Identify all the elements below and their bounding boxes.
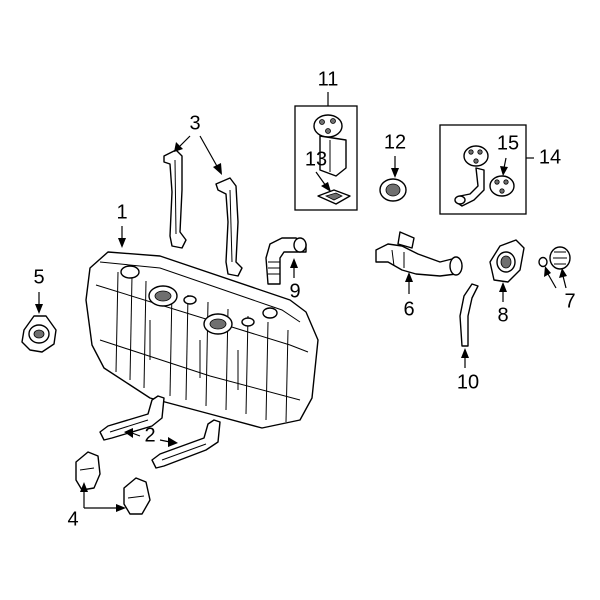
callout-11: 11 — [318, 68, 339, 90]
callout-3: 3 — [189, 112, 200, 134]
callout-labels: 1 2 3 4 5 6 7 8 9 10 11 12 13 14 15 — [33, 68, 575, 530]
strap-clips — [75, 451, 151, 515]
callout-1: 1 — [116, 201, 127, 223]
tank-straps — [99, 395, 221, 469]
breather-hose — [459, 283, 479, 347]
callout-13: 13 — [305, 148, 327, 170]
callout-14: 14 — [539, 146, 561, 168]
fuel-pump-assembly — [313, 114, 351, 205]
fuel-cap — [538, 246, 571, 270]
pump-seal — [379, 178, 407, 202]
filler-neck — [375, 231, 463, 277]
sending-unit-assembly — [454, 145, 515, 207]
callout-4: 4 — [67, 508, 78, 530]
sending-unit-assembly-box — [439, 124, 527, 215]
fuel-pump-assembly-box — [294, 105, 358, 211]
vent-hose — [265, 237, 307, 285]
callout-15: 15 — [497, 132, 519, 154]
filler-housing — [489, 239, 525, 283]
callout-12: 12 — [384, 131, 406, 153]
callout-6: 6 — [403, 298, 414, 320]
leader-lines — [35, 92, 567, 512]
callout-8: 8 — [497, 304, 508, 326]
tank-brackets — [163, 149, 243, 277]
callout-7: 7 — [564, 290, 575, 312]
fuel-tank — [85, 251, 319, 429]
callout-5: 5 — [33, 266, 44, 288]
callout-10: 10 — [457, 371, 479, 393]
callout-2: 2 — [144, 424, 155, 446]
pump-cover-plate — [21, 315, 57, 353]
callout-9: 9 — [289, 280, 300, 302]
